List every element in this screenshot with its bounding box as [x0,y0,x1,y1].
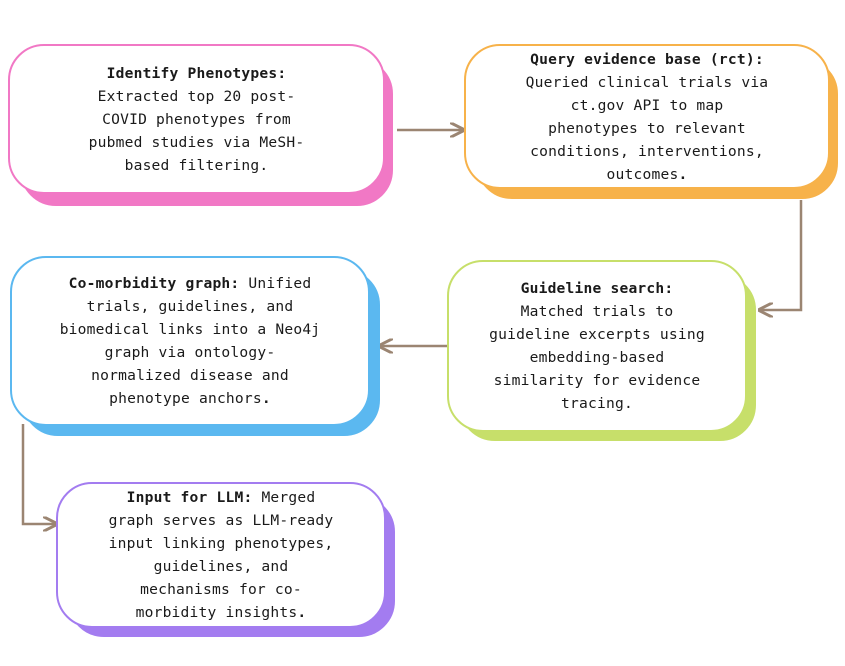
edge-query-to-guideline [761,200,803,310]
node-title: Identify Phenotypes: [106,64,287,82]
node-box: Identify Phenotypes: Extracted top 20 po… [8,44,385,194]
node-title: Guideline search: [520,280,674,297]
edge-comorbidity-to-llm [21,424,55,524]
node-title: Query evidence base (rct): [530,50,764,68]
node-title: Co-morbidity graph: [68,275,240,292]
node-box: Query evidence base (rct): Queried clini… [464,44,830,189]
node-title: Input for LLM: [126,489,253,506]
node-text: Query evidence base (rct): Queried clini… [525,50,769,183]
node-text: Identify Phenotypes: Extracted top 20 po… [88,64,305,174]
